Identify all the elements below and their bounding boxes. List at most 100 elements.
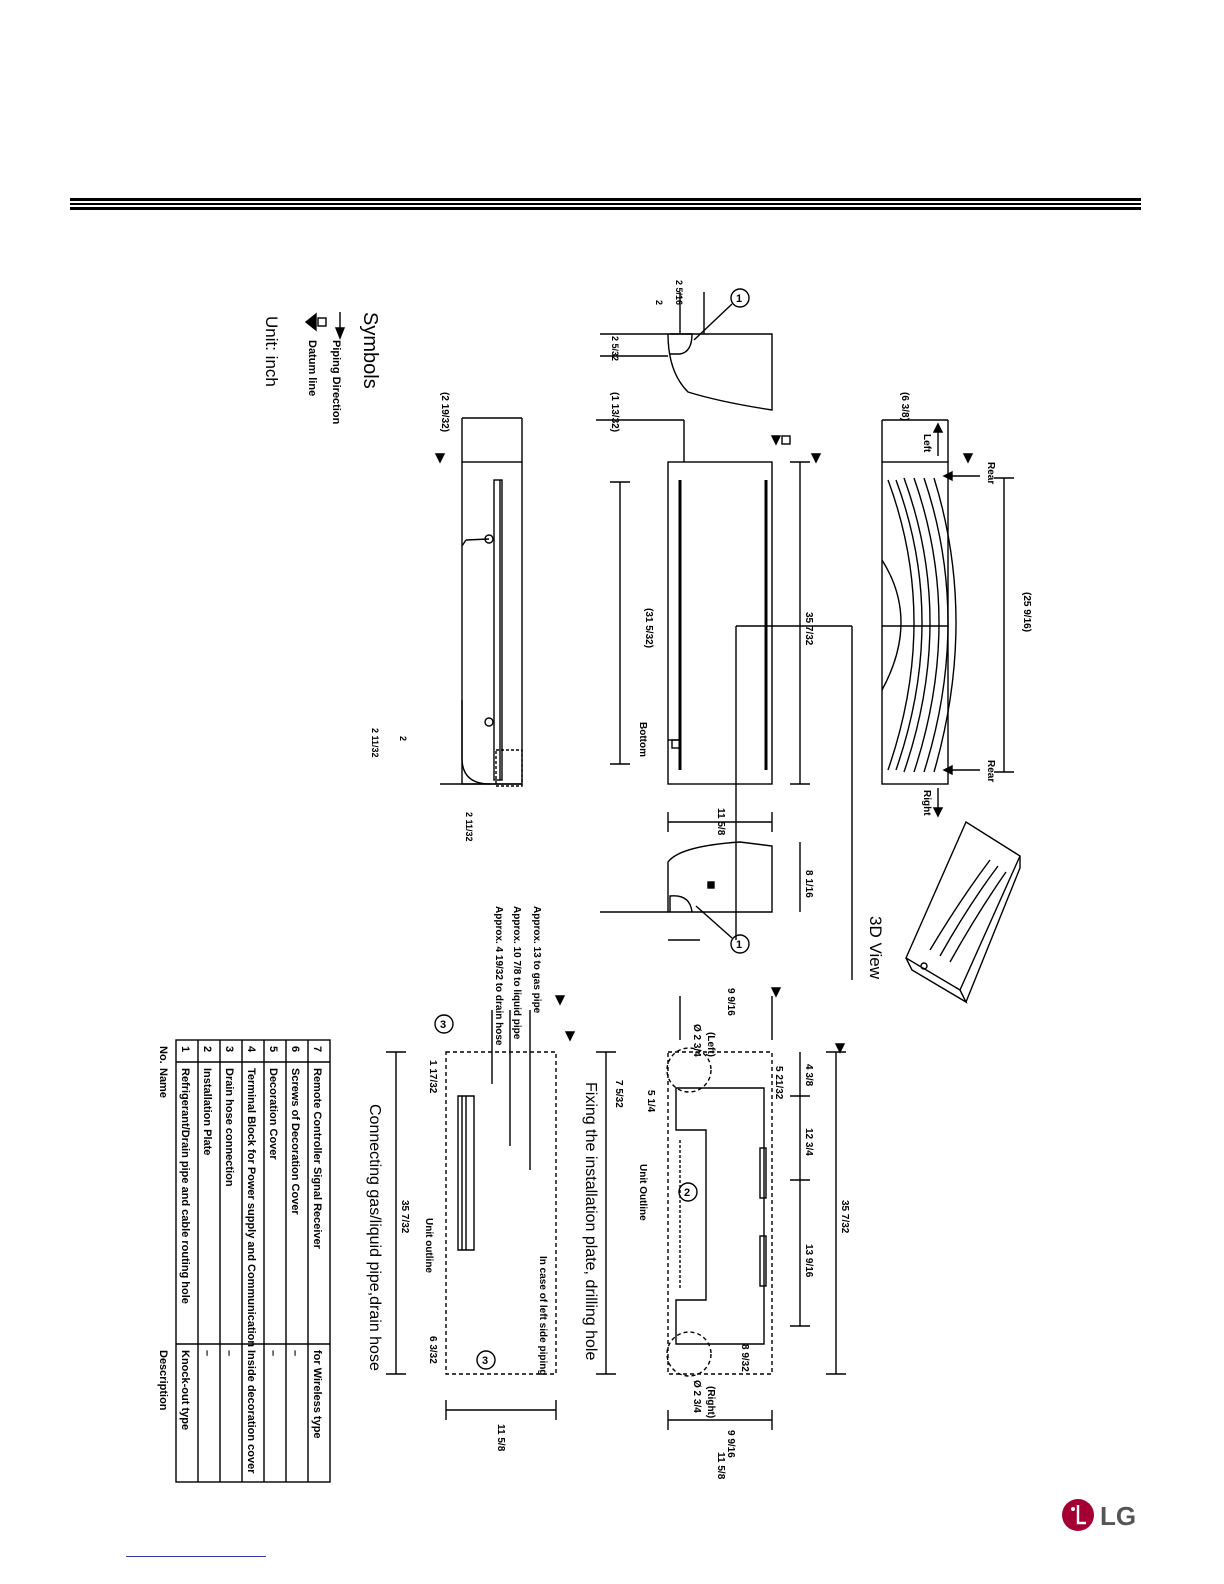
table-header-no: No. [157,1046,169,1064]
parts-table-grid [175,1039,331,1483]
label-unit-outline-2: Unit outline [423,1218,434,1273]
table-row-1-desc: Knock-out type [179,1350,191,1430]
lg-logo-text: LG [1100,1501,1136,1531]
view-connecting-pipes [386,995,576,1420]
dim-plate-total: 35 7/32 [839,1200,850,1234]
dim-conn-total: 35 7/32 [399,1200,410,1234]
table-row-3-no: 3 [223,1046,235,1052]
view-side-top [600,288,773,411]
table-row-6-name: Screws of Decoration Cover [289,1068,301,1215]
dim-plate-g: 8 9/32 [739,1344,750,1372]
table-row-6-desc: – [289,1350,301,1356]
dim-offset-b: (1 13/32) [609,392,620,432]
view-top-grille [810,419,1014,818]
dim-plate-e: 7 5/32 [613,1080,624,1108]
callout-1-top: 1 [736,293,742,305]
parts-table: 7 Remote Controller Signal Receiver for … [157,1046,323,1474]
dim-conn-right: 6 3/32 [427,1336,438,1364]
table-row-4-name: Terminal Block for Power supply and Comm… [245,1068,257,1347]
table-row-4-no: 4 [245,1046,257,1053]
table-row-7-no: 7 [311,1046,323,1052]
dim-front-opening: (31 5/32) [643,608,654,648]
dim-small-a: 2 5/16 [674,280,684,305]
table-row-6-no: 6 [289,1046,301,1052]
lg-logo: LG [1062,1499,1136,1531]
table-row-2-desc: – [201,1350,213,1356]
dim-offset-a: (2 19/32) [439,392,450,432]
approx-liquid: Approx. 10 7/8 to liquid pipe [511,906,522,1040]
dim-conn-left: 1 17/32 [427,1060,438,1094]
dir-bottom: Bottom [637,722,648,757]
callout-1-side: 1 [736,939,742,951]
callout-2: 2 [684,1187,690,1199]
piping-direction-arrow-icon [334,327,346,340]
dim-height: 11 5/8 [715,808,726,836]
dir-left: Left [921,434,932,453]
dir-left-hole: (Left) [705,1032,716,1057]
symbols-datum-line: Datum line [306,340,318,396]
dim-total-width: 35 7/32 [803,612,814,646]
dim-plate-a: 4 3/8 [803,1064,814,1087]
table-row-3-name: Drain hose connection [223,1068,235,1187]
dim-plate-d: 5 1/4 [645,1090,656,1113]
view-side-bottom [600,841,801,954]
view-front-bottom [434,417,523,787]
approx-drain: Approx. 4 19/32 to drain hose [493,906,504,1046]
dim-hole-right: Ø 2 3/4 [691,1380,702,1413]
dim-plate-i: 11 5/8 [715,1452,726,1480]
dim-small-c: 2 5/32 [610,336,620,361]
callout-3-b: 3 [482,1355,488,1367]
dim-conn-height: 11 5/8 [495,1424,506,1452]
view-3d [905,820,1021,1004]
table-row-5-no: 5 [267,1046,279,1052]
table-row-2-name: Installation Plate [201,1068,213,1155]
table-header-description: Description [157,1350,169,1411]
label-left-side-piping: In case of left side piping [537,1256,548,1375]
symbols-title: Symbols [359,312,381,389]
label-connecting: Connecting gas/liquid pipe,drain hose [366,1104,383,1371]
dim-depth: 8 1/16 [803,870,814,898]
dim-small-e: 2 [398,736,408,741]
header-rule-mid [70,203,1141,205]
table-row-5-name: Decoration Cover [267,1068,279,1160]
unit-label: Unit: inch [262,316,281,387]
view-main-front [596,419,852,940]
table-header-name: Name [157,1068,169,1098]
dir-right: Right [921,790,932,816]
dim-top-depth: (6 3/8) [899,392,910,421]
table-row-7-desc: for Wireless type [311,1350,323,1439]
approx-gas: Approx. 13 to gas pipe [531,906,542,1014]
table-row-3-desc: – [223,1350,235,1356]
label-3d-view: 3D View [866,916,885,980]
dir-rear-top: Rear [985,462,996,484]
symbols-piping-direction: Piping Direction [330,340,342,425]
dim-small-f: 2 11/32 [464,812,474,842]
label-unit-outline: Unit Outline [637,1164,648,1221]
datum-line-icon [304,312,317,332]
header-rule-top [70,198,1141,201]
dim-small-d: 2 11/32 [370,728,380,758]
dim-plate-f: 5 21/32 [773,1066,784,1100]
dim-plate-h: 9 9/16 [725,988,736,1016]
header-rule-bottom [70,207,1141,210]
dim-plate-b: 12 3/4 [803,1128,814,1156]
table-row-1-no: 1 [179,1046,191,1052]
label-fixing-plate: Fixing the installation plate, drilling … [582,1082,599,1360]
table-row-4-desc: Inside decoration cover [245,1350,257,1474]
dim-plate-h2: 9 9/16 [725,1430,736,1458]
table-row-7-name: Remote Controller Signal Receiver [311,1068,323,1250]
view-installation-plate [596,987,846,1430]
dim-small-b: 2 [654,300,664,305]
footer-link-line [126,1556,266,1557]
symbols-legend: Symbols Piping Direction Datum line Unit… [262,312,381,425]
dir-rear-bottom: Rear [985,760,996,782]
dim-plate-c: 13 9/16 [803,1244,814,1278]
dir-right-hole: (Right) [705,1386,716,1418]
dim-grille-width: (25 9/16) [1021,592,1032,632]
callout-3-a: 3 [440,1019,446,1031]
table-row-2-no: 2 [201,1046,213,1052]
table-row-5-desc: – [267,1350,279,1356]
table-row-1-name: Refrigerant/Drain pipe and cable routing… [179,1068,191,1304]
dim-hole-left: Ø 2 3/4 [691,1024,702,1057]
